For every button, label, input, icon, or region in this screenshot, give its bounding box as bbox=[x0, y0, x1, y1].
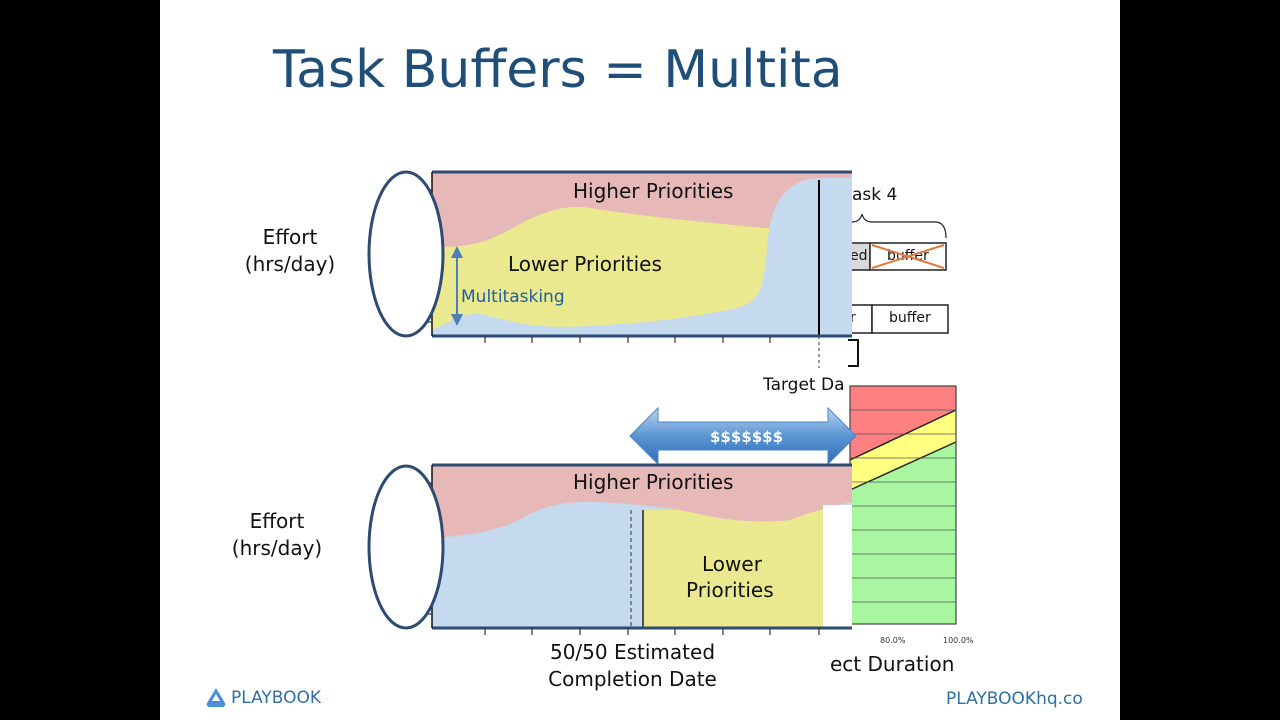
strike-line-2 bbox=[871, 244, 945, 269]
playbook-logo-icon bbox=[206, 688, 226, 707]
top-higher-label: Higher Priorities bbox=[573, 179, 733, 203]
bottom-y-label-line1: Effort bbox=[249, 509, 305, 533]
multitasking-label: Multitasking bbox=[461, 287, 565, 307]
top-lower-region bbox=[432, 180, 852, 336]
task-cell-2-label: r bbox=[850, 310, 856, 326]
bottom-lower-label-line1: Lower bbox=[702, 552, 763, 576]
bottom-lower-region bbox=[643, 510, 823, 628]
curly-brace-icon bbox=[851, 213, 947, 239]
red-boundary-line bbox=[849, 409, 957, 461]
bracket-mark bbox=[848, 339, 859, 367]
bottom-white-gap bbox=[823, 505, 852, 628]
cost-arrow-label: $$$$$$$ bbox=[710, 428, 783, 446]
bottom-y-axis-label: Effort (hrs/day) bbox=[212, 508, 342, 562]
top-blue-region bbox=[432, 178, 852, 336]
top-y-label-line2: (hrs/day) bbox=[244, 252, 336, 276]
duration-tick-80: 80.0% bbox=[880, 636, 906, 645]
bottom-x-axis-label: 50/50 Estimated Completion Date bbox=[520, 639, 745, 693]
slide-title: Task Buffers = Multita bbox=[273, 40, 843, 100]
multitasking-arrow-icon bbox=[451, 246, 463, 326]
title-mask bbox=[853, 20, 1120, 160]
footer-brand: PLAYBOOK bbox=[231, 688, 322, 708]
task-cell-1-label: ed bbox=[850, 248, 868, 264]
duration-caption: ect Duration bbox=[830, 652, 954, 676]
task-label: ask 4 bbox=[852, 185, 897, 205]
bottom-cylinder-end bbox=[367, 464, 445, 630]
bottom-x-label-line1: 50/50 Estimated bbox=[549, 640, 716, 664]
buffer-cell-2 bbox=[871, 304, 949, 334]
red-zone bbox=[850, 386, 956, 460]
duration-gridlines bbox=[850, 409, 956, 603]
target-date-label: Target Da bbox=[762, 375, 845, 395]
bottom-higher-label: Higher Priorities bbox=[573, 470, 733, 494]
bottom-higher-region bbox=[432, 465, 852, 538]
duration-tick-100: 100.0% bbox=[943, 636, 974, 645]
top-y-label-line1: Effort bbox=[262, 225, 318, 249]
top-lower-label: Lower Priorities bbox=[508, 252, 662, 276]
bottom-y-label-line2: (hrs/day) bbox=[231, 536, 323, 560]
top-cylinder-end bbox=[367, 170, 445, 338]
bottom-chart: Higher Priorities Lower Priorities bbox=[367, 463, 852, 635]
duration-chart: 80.0% 100.0% ect Duration bbox=[830, 385, 974, 676]
bottom-lower-label-line2: Priorities bbox=[686, 578, 774, 602]
top-chart: Higher Priorities Lower Priorities Multi… bbox=[367, 170, 852, 395]
slide-graphics: ask 4 ed buffer r buffer bbox=[206, 170, 974, 707]
double-arrow-icon: $$$$$$$ bbox=[629, 406, 857, 466]
buffer-cell-2-label: buffer bbox=[889, 310, 931, 326]
top-y-axis-label: Effort (hrs/day) bbox=[225, 224, 355, 278]
bottom-x-label-line2: Completion Date bbox=[548, 667, 717, 691]
bottom-x-ticks bbox=[484, 628, 820, 635]
top-x-ticks bbox=[484, 336, 771, 343]
footer-url[interactable]: PLAYBOOKhq.co bbox=[946, 689, 1083, 709]
slide: Task Buffers = Multita Effort (hrs/day) … bbox=[160, 0, 1120, 720]
